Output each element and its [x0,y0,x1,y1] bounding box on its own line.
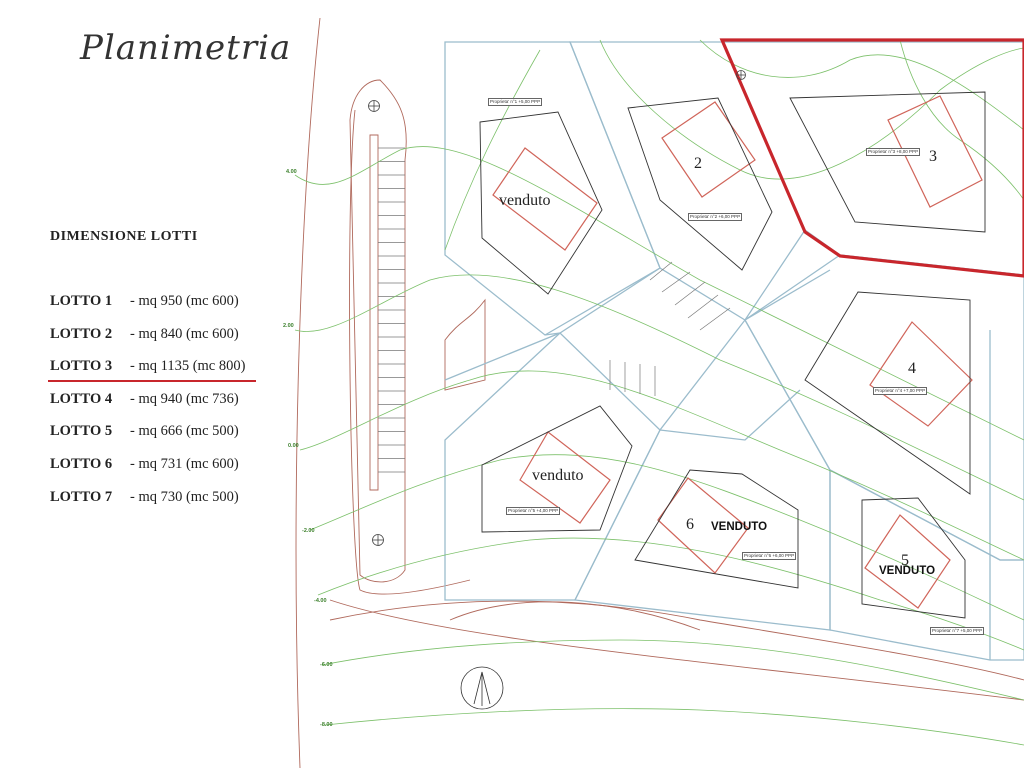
lot-details: - mq 940 (mc 736) [130,390,239,407]
elevation-label: -4.00 [314,598,327,604]
lot5-sold-label: VENDUTO [879,565,936,577]
lot7-sold-label: venduto [532,467,584,484]
lot-row-3: LOTTO 3 - mq 1135 (mc 800) [50,358,245,391]
lot-tag: Proprieta' n°2 +6,00 PPP [688,213,743,221]
lot-details: - mq 950 (mc 600) [130,293,239,309]
lot6-number: 6 [686,516,694,533]
crosswalk-hatch [609,261,731,396]
elevation-label: -8.00 [320,722,333,728]
lot4-number: 4 [908,360,916,377]
lot5-number: 5 [901,552,909,569]
road-edges [295,17,1024,768]
lot-tag: Proprieta' n°7 +5,00 PPP [930,627,985,635]
page-title: Planimetria [80,28,292,68]
lot-details: - mq 1135 (mc 800) [130,358,246,375]
lot-tag: Proprieta' n°4 +7,00 PPP [873,387,928,395]
parking-stalls [378,147,405,473]
lot-boundaries [444,41,1024,661]
elevation-label: 0.00 [288,443,299,449]
lot3-number: 3 [929,148,937,165]
lot3-underline [48,380,256,382]
lot-row-1: LOTTO 1 - mq 950 (mc 600) [50,293,245,326]
lot-row-7: LOTTO 7 - mq 730 (mc 500) [50,489,245,522]
lot-details: - mq 731 (mc 600) [130,455,239,472]
elevation-label: 4.00 [286,169,297,175]
lot2-number: 2 [694,155,702,172]
elevation-label: -2.00 [302,528,315,534]
lot-row-6: LOTTO 6 - mq 731 (mc 600) [50,456,245,489]
lot6-sold-label: VENDUTO [711,521,768,533]
lot-name: LOTTO 2 [50,325,113,342]
lot-name: LOTTO 1 [50,293,113,309]
lot1-sold-label: venduto [499,192,551,209]
lot-details: - mq 666 (mc 500) [130,423,239,440]
dimensions-heading: DIMENSIONE LOTTI [50,229,198,244]
lot-details: - mq 840 (mc 600) [130,325,239,342]
lot-row-5: LOTTO 5 - mq 666 (mc 500) [50,423,245,456]
lot-dimensions-list: LOTTO 1 - mq 950 (mc 600) LOTTO 2 - mq 840… [50,293,245,521]
lot-name: LOTTO 7 [50,488,113,505]
plot-outlines [479,91,986,619]
lot-tag: Proprieta' n°1 +5,00 PPP [488,98,543,106]
lot-name: LOTTO 3 [50,358,113,375]
plant-markers [368,70,746,546]
lot-tag: Proprieta' n°3 +8,00 PPP [866,148,921,156]
elevation-label: 2.00 [283,323,294,329]
lot-row-2: LOTTO 2 - mq 840 (mc 600) [50,326,245,359]
lot-tag: Proprieta' n°5 +4,00 PPP [506,507,561,515]
lot-name: LOTTO 5 [50,423,113,440]
lot3-highlight-boundary [719,38,1024,278]
north-arrow-icon [460,666,504,710]
elevation-label: -6.00 [320,662,333,668]
lot-row-4: LOTTO 4 - mq 940 (mc 736) [50,391,245,424]
lot-details: - mq 730 (mc 500) [130,488,239,505]
lot-name: LOTTO 6 [50,455,113,472]
lot-name: LOTTO 4 [50,390,113,407]
lot-tag: Proprieta' n°6 +6,00 PPP [742,552,797,560]
